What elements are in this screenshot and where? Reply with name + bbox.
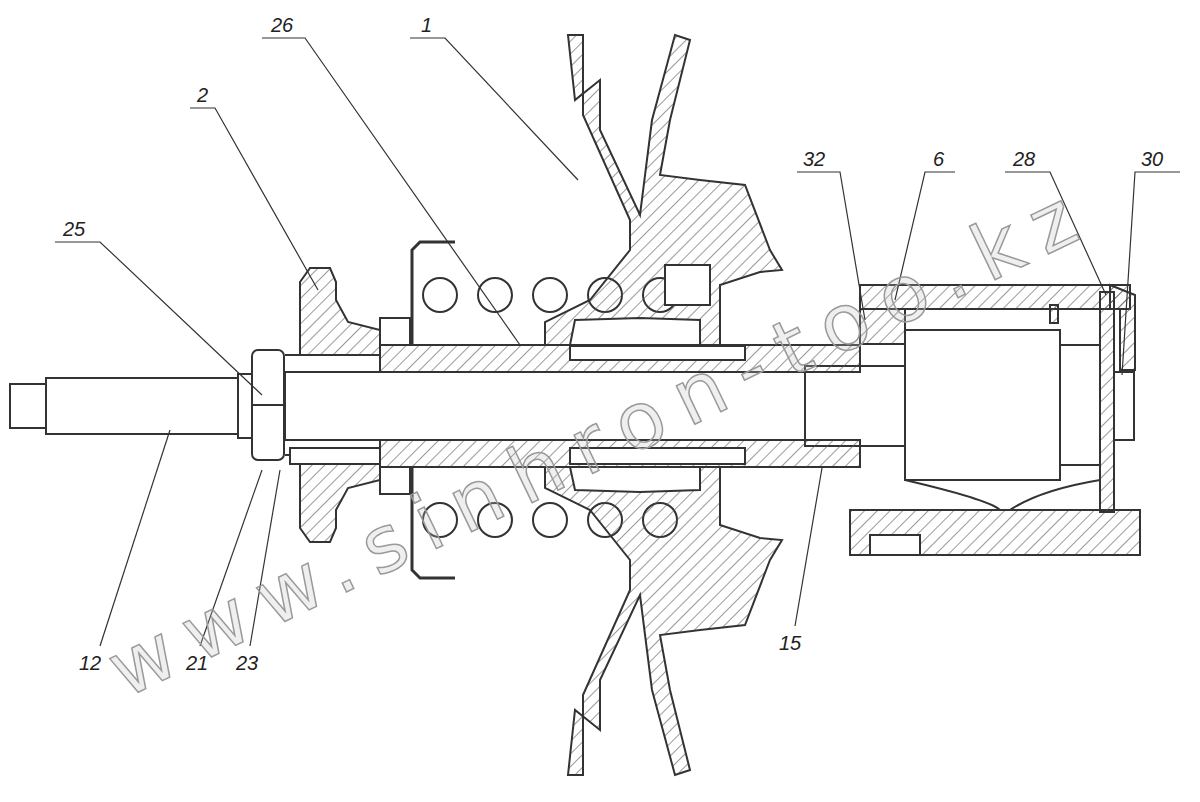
nut-part	[252, 404, 284, 406]
spring-part	[478, 278, 512, 312]
callout-number: 28	[1012, 148, 1036, 170]
pulley-part	[665, 265, 710, 305]
callout-number: 26	[270, 14, 294, 36]
leader-lines-part	[190, 108, 318, 290]
callout-number: 6	[932, 148, 945, 170]
coupling-part	[1100, 292, 1114, 512]
keys-part	[290, 448, 380, 464]
sprocket	[285, 268, 380, 542]
nut-part	[252, 350, 284, 460]
leader-lines-part	[795, 468, 822, 626]
nut	[252, 350, 284, 460]
coupling-part	[1060, 345, 1100, 465]
leader-lines-part	[410, 38, 578, 180]
housing-part	[870, 535, 920, 555]
pulley-part	[545, 35, 782, 345]
callout-number: 32	[802, 148, 826, 170]
spring-part	[423, 278, 457, 312]
callout-number: 2	[196, 84, 209, 106]
leader-lines	[55, 38, 1180, 646]
leader-lines-part	[55, 242, 262, 395]
spring-cup-part	[380, 318, 410, 345]
callout-number: 1	[420, 14, 433, 36]
coupling-part	[1114, 372, 1134, 440]
shaft-part	[10, 384, 46, 428]
callout-number: 25	[62, 218, 86, 240]
spring-part	[533, 278, 567, 312]
sprocket-part	[285, 268, 380, 355]
shaft-part	[46, 378, 240, 434]
coupling-part	[1050, 305, 1058, 323]
callout-number: 30	[1140, 148, 1164, 170]
callout-number: 12	[78, 652, 102, 674]
coupling-part	[905, 330, 1060, 480]
spring-cup-part	[412, 242, 455, 345]
callout-number: 15	[778, 632, 802, 654]
housing-part	[850, 510, 1140, 555]
pulley-part	[545, 467, 782, 775]
coupling-part	[905, 480, 1100, 510]
leader-lines-part	[1122, 172, 1180, 375]
leader-lines-part	[262, 38, 520, 345]
